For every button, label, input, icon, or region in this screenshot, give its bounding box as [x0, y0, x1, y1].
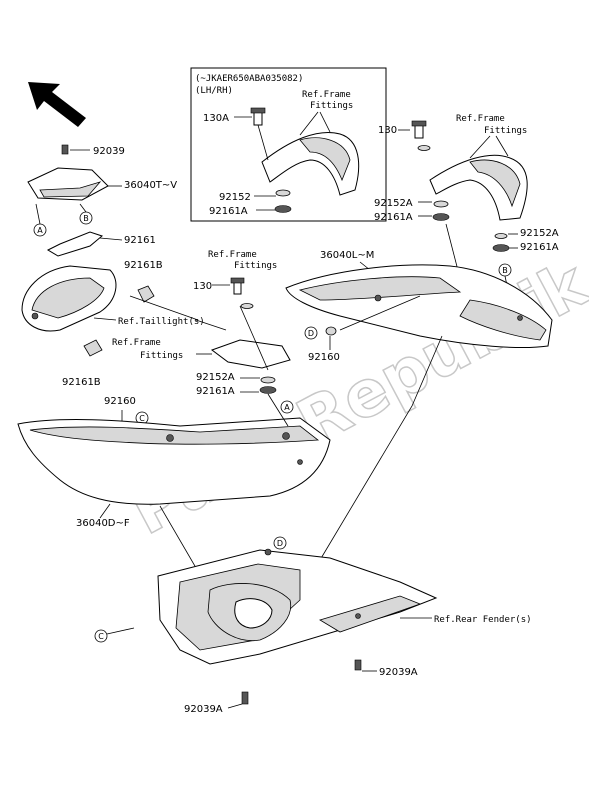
svg-text:C: C	[98, 632, 104, 641]
label-92160-center: 92160	[308, 352, 340, 363]
side-cover-36040D-F: 92160 C A 36040D~F	[17, 396, 331, 529]
label-92160-left: 92160	[104, 396, 136, 407]
label-92039: 92039	[93, 146, 125, 157]
label-ref-frame-right-2: Fittings	[484, 126, 527, 136]
inset-label-130A: 130A	[203, 113, 229, 124]
label-ref-frame-mid-2: Fittings	[140, 351, 183, 361]
label-ref-frame-center-2: Fittings	[234, 261, 277, 271]
label-130: 130	[193, 281, 212, 292]
grab-handle-assembly: 130 Ref.Frame Fittings 92152A 92161A 921…	[374, 114, 559, 301]
label-ref-frame-right-1: Ref.Frame	[456, 114, 505, 124]
center-fittings: Ref.Frame Fittings 130 Ref.Frame Fitting…	[112, 250, 291, 397]
callout-A-left	[280, 400, 294, 414]
svg-text:B: B	[83, 214, 89, 223]
svg-text:C: C	[139, 414, 145, 423]
inset-ref-frame-1: Ref.Frame	[302, 90, 351, 100]
label-92039A-right: 92039A	[379, 667, 418, 678]
arrow-up-left-icon	[28, 82, 86, 127]
inset-label-92152: 92152	[219, 192, 251, 203]
label-92152A-center: 92152A	[196, 372, 235, 383]
label-ref-frame-center-1: Ref.Frame	[208, 250, 257, 260]
svg-text:D: D	[308, 329, 314, 338]
inset-label-92161A: 92161A	[209, 206, 248, 217]
svg-text:B: B	[502, 266, 508, 275]
label-92161B-top: 92161B	[124, 260, 163, 271]
label-130-right: 130	[378, 125, 397, 136]
svg-text:A: A	[37, 226, 43, 235]
label-ref-rear-fender: Ref.Rear Fender(s)	[434, 615, 532, 625]
taillight-cover-assembly: 92039 36040T~V 92161 92161B 92161B Ref.T…	[21, 144, 227, 388]
inset-ref-frame-2: Fittings	[310, 101, 353, 111]
callout-D-right	[304, 326, 318, 340]
svg-text:A: A	[284, 403, 290, 412]
label-ref-taillight: Ref.Taillight(s)	[118, 317, 205, 327]
label-92161A-right: 92161A	[374, 212, 413, 223]
label-92161: 92161	[124, 235, 156, 246]
side-cover-36040L-M: 36040L~M D 92160	[285, 250, 553, 363]
inset-box: (~JKAER650ABA035082) (LH/RH) Ref.Frame F…	[190, 67, 387, 222]
label-92161B-left: 92161B	[62, 377, 101, 388]
label-36040T-V: 36040T~V	[124, 180, 177, 191]
label-92152A-far: 92152A	[520, 228, 559, 239]
label-ref-frame-mid-1: Ref.Frame	[112, 338, 161, 348]
inset-side-note: (LH/RH)	[195, 86, 233, 96]
rear-fender-assembly: D C Ref.Rear Fender(s) 92039A 92039A	[94, 536, 532, 715]
label-92039A-bottom: 92039A	[184, 704, 223, 715]
callout-D-lower	[273, 536, 287, 550]
svg-text:D: D	[277, 539, 283, 548]
label-36040D-F: 36040D~F	[76, 518, 130, 529]
inset-serial-range: (~JKAER650ABA035082)	[195, 74, 303, 84]
label-36040L-M: 36040L~M	[320, 250, 374, 261]
callout-C-lower	[94, 629, 108, 643]
label-92152A-right: 92152A	[374, 198, 413, 209]
label-92161A-far: 92161A	[520, 242, 559, 253]
label-92161A-center: 92161A	[196, 386, 235, 397]
